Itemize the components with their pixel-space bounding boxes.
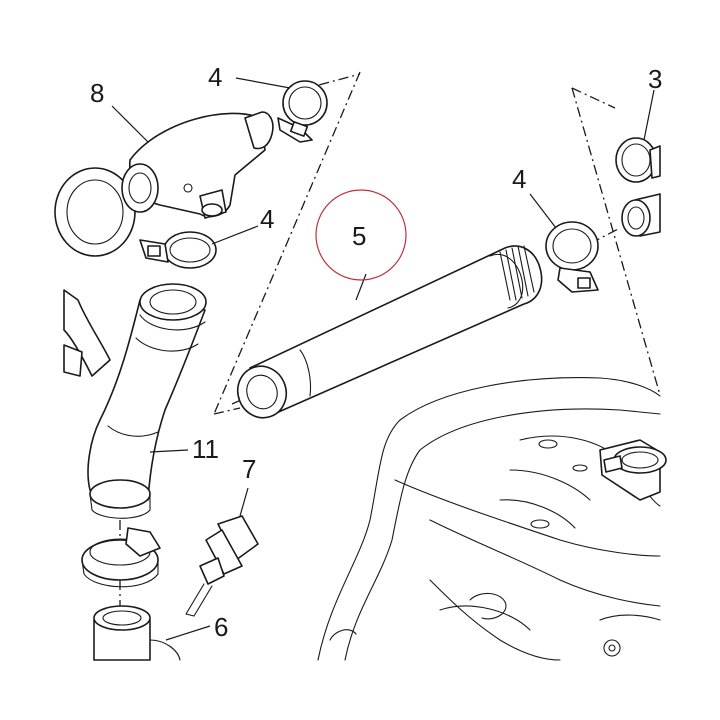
callout-5: 5 <box>352 221 366 251</box>
temperature-sensor <box>185 515 259 617</box>
highlight-circle <box>315 189 407 281</box>
engine-block <box>317 377 661 661</box>
hose-clamp-top <box>277 80 328 143</box>
callout-3: 3 <box>648 64 662 94</box>
callout-11: 11 <box>192 434 219 464</box>
thermostat-housing <box>54 111 274 257</box>
leader-lines <box>111 77 655 641</box>
hose-clamp-lower <box>81 527 161 588</box>
outlet-pipe <box>93 605 181 661</box>
lower-hose <box>87 283 207 519</box>
clamp-part-3 <box>615 137 661 183</box>
callout-4-mid: 4 <box>260 204 274 234</box>
callout-8: 8 <box>90 78 104 108</box>
engine-outlet <box>599 439 667 501</box>
hose-clamp-right <box>545 221 599 293</box>
hose-clamp-mid <box>139 231 217 269</box>
callout-7: 7 <box>242 454 256 484</box>
fitting-right <box>621 193 661 237</box>
callout-6: 6 <box>214 612 228 642</box>
side-pipe <box>63 289 111 377</box>
coolant-hose <box>236 245 543 419</box>
callout-4-right: 4 <box>512 164 526 194</box>
callout-4-top: 4 <box>208 62 222 92</box>
